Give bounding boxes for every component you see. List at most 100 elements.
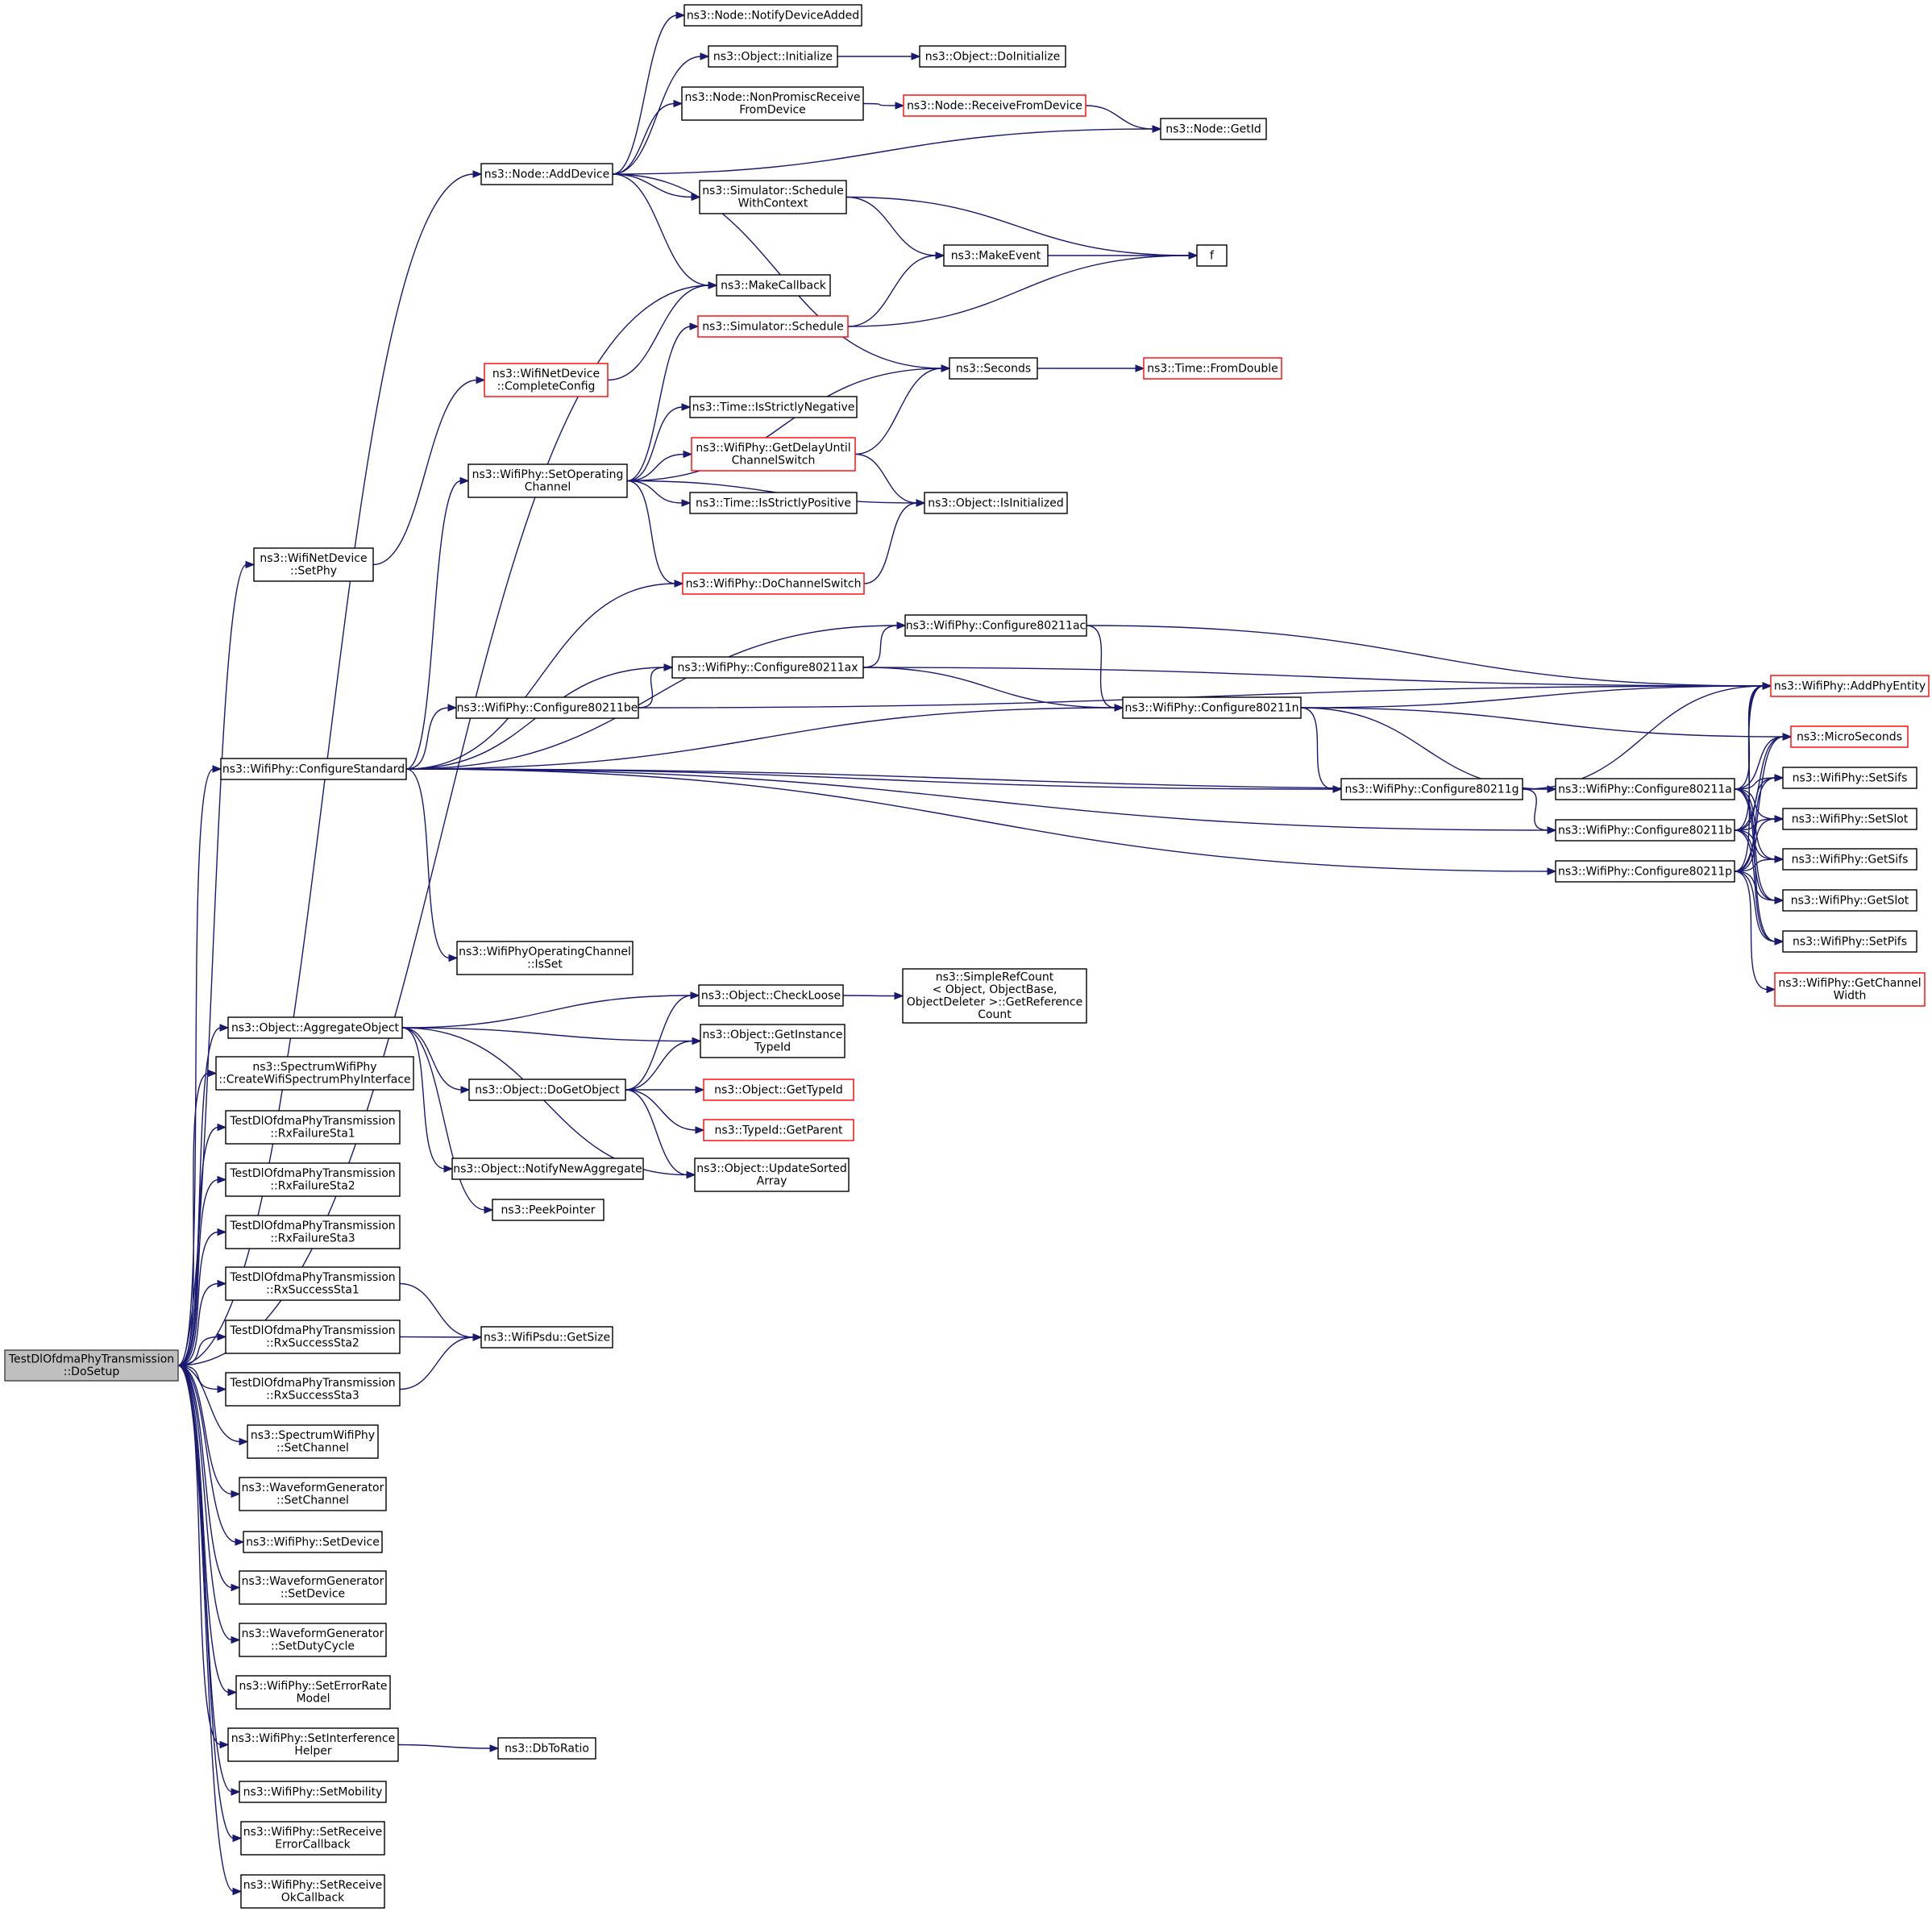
node-addPhyEntity[interactable]: ns3::WifiPhy::AddPhyEntity (1770, 675, 1930, 697)
node-label: ObjectDeleter >::GetReference (907, 996, 1082, 1009)
call-edge (612, 173, 943, 369)
node-doChanSwitch[interactable]: ns3::WifiPhy::DoChannelSwitch (682, 572, 865, 595)
node-strictlyPos[interactable]: ns3::Time::IsStrictlyPositive (689, 492, 858, 514)
node-makeEvent[interactable]: ns3::MakeEvent (943, 244, 1049, 267)
arrow-head (941, 364, 951, 372)
node-psduGetSize[interactable]: ns3::WifiPsdu::GetSize (480, 1326, 613, 1349)
call-edge (1734, 736, 1785, 872)
node-wfSetChan[interactable]: ns3::WaveformGenerator::SetChannel (239, 1477, 387, 1511)
node-objInit[interactable]: ns3::Object::Initialize (708, 45, 838, 68)
arrow-head (911, 52, 921, 60)
call-edge (401, 1027, 463, 1091)
node-getParent[interactable]: ns3::TypeId::GetParent (703, 1119, 854, 1141)
node-dbToRatio[interactable]: ns3::DbToRatio (497, 1737, 596, 1760)
node-simpleRef[interactable]: ns3::SimpleRefCount< Object, ObjectBase,… (902, 968, 1087, 1024)
node-label: ns3::DbToRatio (505, 1742, 589, 1755)
node-simSchedule[interactable]: ns3::Simulator::Schedule (697, 315, 849, 338)
node-label: OkCallback (281, 1892, 345, 1905)
node-setMobility[interactable]: ns3::WifiPhy::SetMobility (239, 1781, 387, 1803)
node-doGetObj[interactable]: ns3::Object::DoGetObject (468, 1079, 626, 1101)
arrow-head (895, 102, 905, 110)
node-objDoInit[interactable]: ns3::Object::DoInitialize (919, 45, 1066, 68)
node-rxFail2[interactable]: TestDlOfdmaPhyTransmission::RxFailureSta… (225, 1162, 401, 1197)
node-strictlyNeg[interactable]: ns3::Time::IsStrictlyNegative (689, 396, 858, 418)
arrow-head (690, 991, 700, 1000)
node-wfSetDev[interactable]: ns3::WaveformGenerator::SetDevice (239, 1570, 387, 1605)
node-aggObj[interactable]: ns3::Object::AggregateObject (227, 1016, 403, 1039)
node-getSifs[interactable]: ns3::WifiPhy::GetSifs (1782, 848, 1917, 871)
node-cfgStd[interactable]: ns3::WifiPhy::ConfigureStandard (220, 758, 407, 780)
node-box (215, 1056, 414, 1091)
node-label: ::SetDevice (280, 1588, 345, 1601)
node-cfgBe[interactable]: ns3::WifiPhy::Configure80211be (455, 696, 639, 719)
node-setSlot[interactable]: ns3::WifiPhy::SetSlot (1782, 808, 1917, 830)
node-cfgN[interactable]: ns3::WifiPhy::Configure80211n (1122, 696, 1302, 719)
call-edge (1300, 707, 1335, 790)
call-edge (1734, 736, 1785, 831)
node-label: ::RxSuccessSta3 (266, 1390, 359, 1403)
node-label: ::RxFailureSta2 (270, 1180, 355, 1193)
node-isInitialized[interactable]: ns3::Object::IsInitialized (924, 492, 1068, 514)
node-addDevice[interactable]: ns3::Node::AddDevice (480, 163, 613, 185)
node-box (943, 244, 1049, 267)
node-specSetChan[interactable]: ns3::SpectrumWifiPhy::SetChannel (247, 1424, 379, 1459)
node-cfgB[interactable]: ns3::WifiPhy::Configure80211b (1555, 819, 1735, 842)
node-f[interactable]: f (1196, 244, 1228, 267)
node-rxSucc2[interactable]: TestDlOfdmaPhyTransmission::RxSuccessSta… (225, 1320, 401, 1354)
node-rxFail1[interactable]: TestDlOfdmaPhyTransmission::RxFailureSta… (225, 1110, 401, 1145)
arrow-head (1774, 937, 1785, 946)
node-cfgG[interactable]: ns3::WifiPhy::Configure80211g (1340, 778, 1523, 800)
node-makeCallback[interactable]: ns3::MakeCallback (716, 274, 831, 297)
node-getId[interactable]: ns3::Node::GetId (1160, 118, 1267, 140)
node-label: ns3::Node::ReceiveFromDevice (907, 99, 1082, 112)
node-completeConfig[interactable]: ns3::WifiNetDevice::CompleteConfig (484, 363, 609, 397)
node-label: ns3::WifiPhy::Configure80211be (457, 701, 638, 714)
node-box (681, 86, 864, 121)
arrow-head (1188, 251, 1199, 260)
node-label: ::SetDutyCycle (271, 1640, 355, 1653)
node-peekPtr[interactable]: ns3::PeekPointer (492, 1199, 605, 1221)
node-box (1782, 808, 1917, 830)
node-rxSucc3[interactable]: TestDlOfdmaPhyTransmission::RxSuccessSta… (225, 1372, 401, 1407)
node-wfSetDuty[interactable]: ns3::WaveformGenerator::SetDutyCycle (239, 1623, 387, 1657)
node-box (1555, 778, 1735, 800)
node-setDevice[interactable]: ns3::WifiPhy::SetDevice (243, 1531, 383, 1553)
node-getSlot[interactable]: ns3::WifiPhy::GetSlot (1782, 889, 1917, 912)
node-fromDouble[interactable]: ns3::Time::FromDouble (1143, 357, 1282, 380)
node-checkLoose[interactable]: ns3::Object::CheckLoose (698, 984, 844, 1007)
node-notifyDevAdded[interactable]: ns3::Node::NotifyDeviceAdded (683, 4, 862, 27)
node-label: ns3::Time::IsStrictlyNegative (692, 401, 855, 414)
node-recvFromDev[interactable]: ns3::Node::ReceiveFromDevice (903, 94, 1086, 117)
node-seconds[interactable]: ns3::Seconds (949, 357, 1038, 380)
node-box (904, 614, 1087, 637)
node-setPifs[interactable]: ns3::WifiPhy::SetPifs (1782, 930, 1917, 953)
node-opChanIsSet[interactable]: ns3::WifiPhyOperatingChannel::IsSet (456, 941, 634, 975)
node-cfgA[interactable]: ns3::WifiPhy::Configure80211a (1555, 778, 1735, 800)
node-cfgP[interactable]: ns3::WifiPhy::Configure80211p (1555, 860, 1735, 883)
node-setPhy[interactable]: ns3::WifiNetDevice::SetPhy (253, 547, 374, 582)
node-label: TestDlOfdmaPhyTransmission (229, 1324, 395, 1337)
node-getTypeId[interactable]: ns3::Object::GetTypeId (703, 1079, 854, 1101)
node-rxFail3[interactable]: TestDlOfdmaPhyTransmission::RxFailureSta… (225, 1215, 401, 1249)
node-rxSucc1[interactable]: TestDlOfdmaPhyTransmission::RxSuccessSta… (225, 1266, 401, 1301)
node-setSifs[interactable]: ns3::WifiPhy::SetSifs (1782, 767, 1917, 789)
node-microSec[interactable]: ns3::MicroSeconds (1790, 725, 1909, 748)
node-cfgAc[interactable]: ns3::WifiPhy::Configure80211ac (904, 614, 1087, 637)
node-createIface[interactable]: ns3::SpectrumWifiPhy::CreateWifiSpectrum… (215, 1056, 414, 1091)
node-cfgAx[interactable]: ns3::WifiPhy::Configure80211ax (671, 656, 864, 679)
node-label: ns3::Node::NotifyDeviceAdded (687, 9, 859, 22)
node-box (467, 463, 628, 498)
node-root[interactable]: TestDlOfdmaPhyTransmission::DoSetup (4, 1349, 179, 1382)
node-notifyNewAgg[interactable]: ns3::Object::NotifyNewAggregate (451, 1157, 644, 1180)
